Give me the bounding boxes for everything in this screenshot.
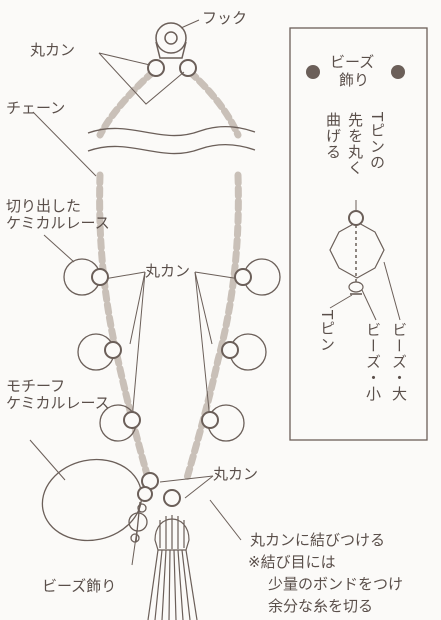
bead-small-icon — [348, 281, 364, 293]
chain-label: チェーン — [6, 99, 66, 117]
chain — [96, 68, 242, 482]
jump-ring-icon — [123, 411, 141, 429]
chain-left-top — [96, 68, 157, 139]
cut-lace-label: 切り出した ケミカルレース — [6, 197, 110, 232]
lace-pieces — [63, 258, 281, 442]
inset-title-top: ビーズ — [330, 53, 375, 71]
tie-note-line4: 余分な糸を切る — [268, 597, 374, 615]
hook-label: フック — [202, 9, 248, 27]
jump-ring-bottom-label: 丸カン — [213, 465, 259, 483]
top-jump-rings — [147, 59, 197, 77]
bead-small-label: ビーズ・小 — [364, 322, 382, 402]
dot-icon — [306, 65, 320, 79]
inset-box — [289, 27, 428, 441]
jump-ring-icon — [147, 59, 165, 77]
jump-ring-icon — [221, 341, 239, 359]
jump-ring-middle-label: 丸カン — [145, 262, 191, 280]
jump-ring-icon — [163, 489, 181, 507]
pin-instruction-col2: 先を丸く — [346, 112, 364, 176]
tassel — [147, 515, 198, 620]
leader-lines — [29, 19, 242, 566]
bead-icon — [130, 533, 140, 543]
jump-ring-icon — [104, 341, 122, 359]
chain-right — [183, 171, 242, 482]
inset-title-bottom: 飾り — [339, 71, 370, 89]
pin-instruction-col1: Tピンの — [368, 112, 386, 171]
middle-jump-rings — [91, 268, 252, 429]
jump-ring-icon — [234, 268, 252, 286]
bead-decoration-label: ビーズ飾り — [42, 577, 117, 595]
dot-icon — [391, 65, 405, 79]
bead-large-icon — [329, 221, 385, 279]
jump-ring-icon — [137, 486, 153, 502]
bead-icon — [137, 503, 147, 513]
tpin-label: Tピン — [318, 310, 336, 353]
chain-right-top — [186, 68, 242, 139]
tie-note-line2: ※結び目には — [248, 553, 336, 571]
bead-icon — [128, 512, 148, 532]
bottom-jump-rings — [137, 472, 181, 507]
jump-ring-top-label: 丸カン — [30, 41, 76, 59]
tie-note-line3: 少量のボンドをつけ — [268, 575, 404, 593]
pin-loop-icon — [348, 210, 364, 226]
hook-icon — [155, 22, 187, 59]
tie-note-line1: 丸カンに結びつける — [250, 531, 386, 549]
jump-ring-icon — [91, 268, 109, 286]
bead-decoration — [128, 501, 148, 543]
chain-left — [96, 171, 152, 482]
jump-ring-icon — [201, 411, 219, 429]
bead-large-label: ビーズ・大 — [390, 322, 408, 402]
chain-break-lines — [87, 125, 256, 155]
pin-instruction-col3: 曲げる — [324, 112, 342, 160]
motif-lace-label: モチーフ ケミカルレース — [6, 377, 110, 412]
